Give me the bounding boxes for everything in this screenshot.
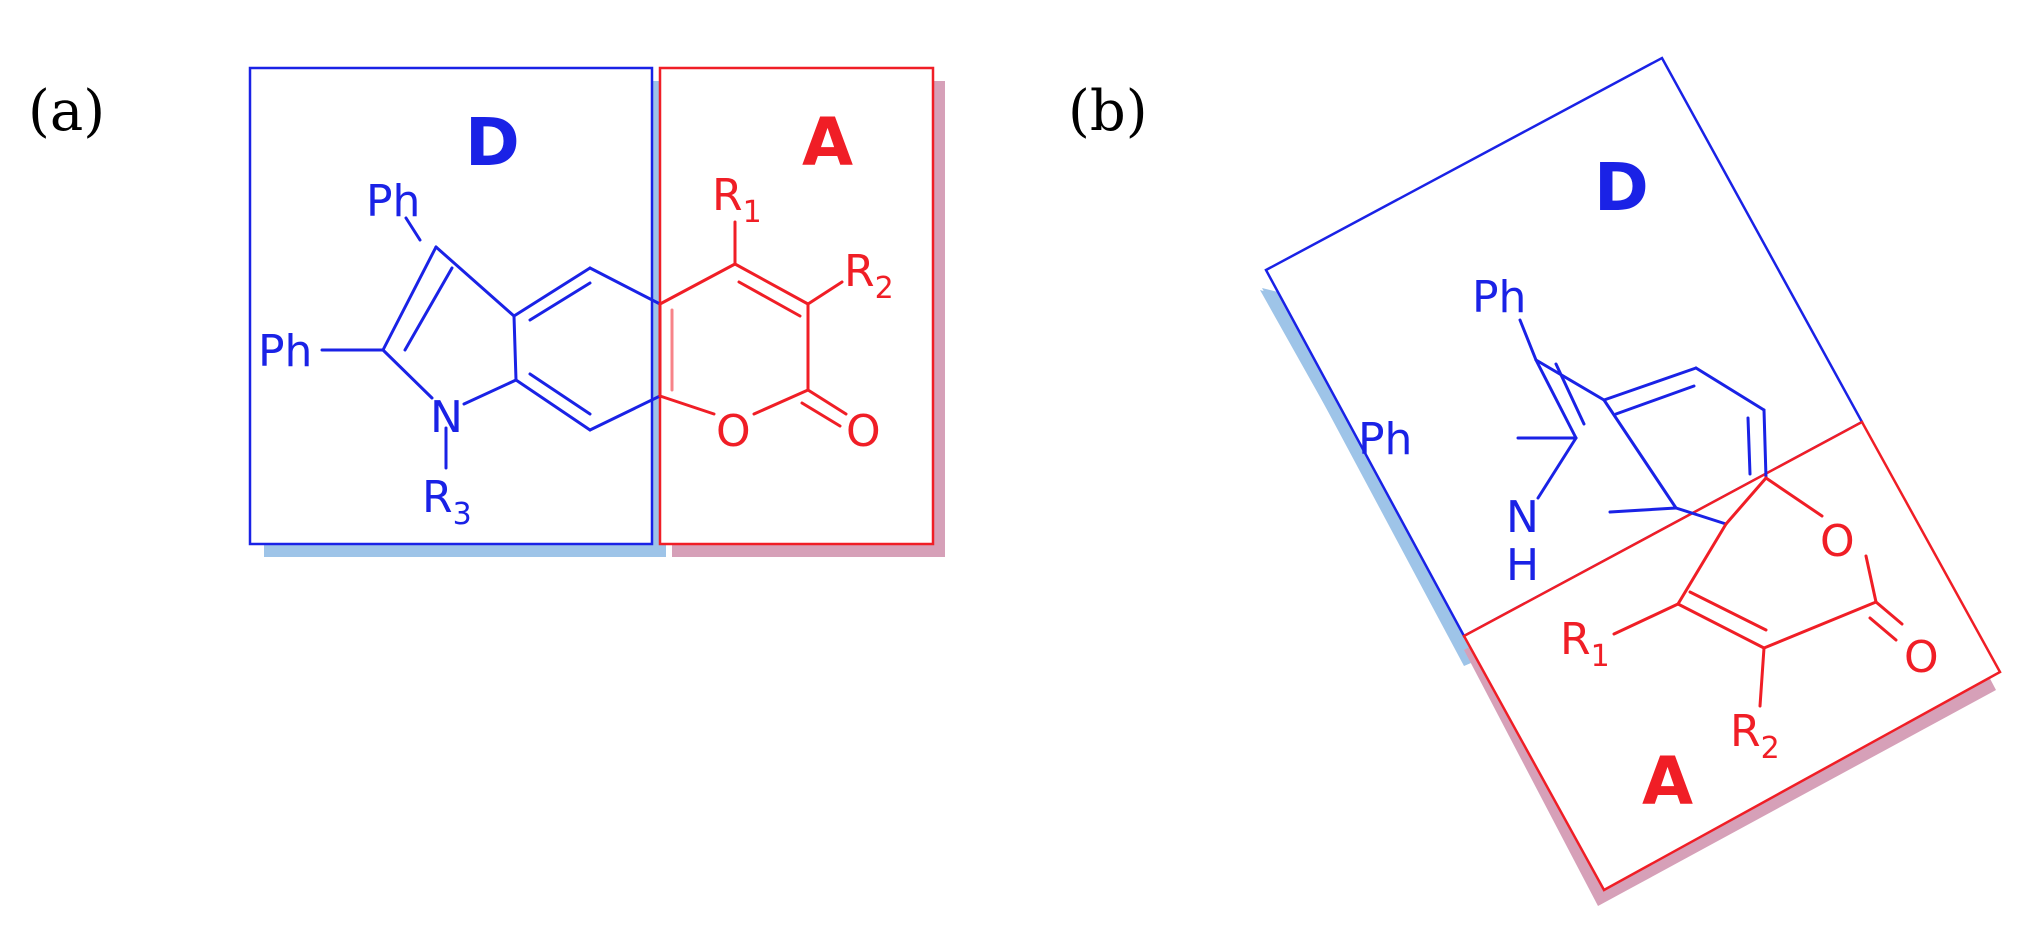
- donor-letter: D: [1594, 149, 1649, 226]
- panel-a: (a) D A: [28, 66, 945, 557]
- r2-substituent: R2: [844, 246, 894, 306]
- pyranone-bonds: [658, 220, 848, 428]
- donor-box: [248, 66, 654, 546]
- ring-oxygen: O: [716, 406, 751, 457]
- acceptor-box: [1462, 420, 2002, 892]
- phenyl-label: Ph: [366, 176, 420, 227]
- indole-bonds: [320, 216, 662, 470]
- indole-bonds: [1516, 318, 1768, 526]
- panel-b: (b) D A: [1068, 56, 2002, 906]
- carbonyl-oxygen: O: [846, 406, 881, 457]
- nitrogen-atom: N: [1506, 492, 1539, 543]
- acceptor-letter: A: [802, 104, 853, 181]
- acceptor-box: [658, 66, 935, 546]
- phenyl-label: Ph: [1472, 272, 1526, 323]
- r3-substituent: R3: [422, 472, 472, 532]
- nitrogen-atom: N: [430, 392, 463, 443]
- ring-oxygen: O: [1820, 516, 1855, 567]
- acceptor-letter: A: [1642, 743, 1693, 820]
- phenyl-label: Ph: [1358, 414, 1412, 465]
- panel-b-label: (b): [1068, 79, 1148, 144]
- panel-a-label: (a): [28, 79, 105, 144]
- hydrogen-atom: H: [1506, 540, 1539, 591]
- pyranone-bonds: [1612, 476, 1904, 708]
- phenyl-label: Ph: [258, 326, 312, 377]
- carbonyl-oxygen: O: [1904, 632, 1939, 683]
- r1-substituent: R1: [712, 170, 762, 230]
- r2-substituent: R2: [1730, 706, 1780, 766]
- donor-box-shadow-edge: [1262, 288, 1478, 666]
- r1-substituent: R1: [1560, 614, 1610, 674]
- donor-letter: D: [465, 104, 520, 181]
